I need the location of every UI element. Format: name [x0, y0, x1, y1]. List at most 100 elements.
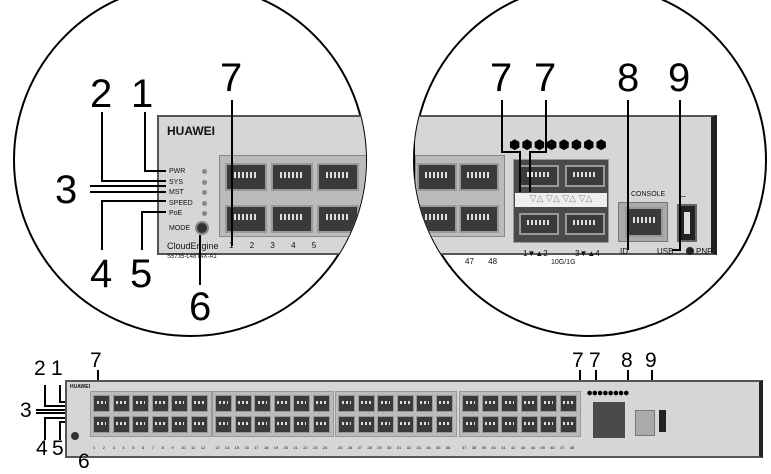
console-port[interactable] — [625, 207, 663, 237]
port-numbers: 47 48 — [465, 257, 498, 266]
rj45-port[interactable] — [234, 395, 252, 412]
port-number-label: 20 — [283, 445, 289, 450]
rj45-port[interactable] — [540, 395, 557, 412]
console-label: CONSOLE — [631, 191, 666, 198]
rj45-port[interactable] — [151, 395, 169, 412]
sfp-port[interactable] — [519, 165, 559, 187]
rj45-port[interactable] — [112, 395, 130, 412]
rj45-port[interactable] — [273, 395, 291, 412]
callout-3: 3 — [55, 168, 78, 212]
callout-7: 7 — [572, 349, 584, 372]
rj45-port[interactable] — [377, 416, 394, 433]
port-number-label: 5 — [132, 445, 135, 450]
mode-button[interactable] — [195, 221, 209, 235]
callout-7: 7 — [589, 349, 601, 372]
sfp-port[interactable] — [565, 165, 605, 187]
rj45-port[interactable] — [293, 395, 310, 412]
port-number-label: 22 — [303, 445, 308, 450]
rj45-port[interactable] — [459, 163, 499, 191]
rj45-port[interactable] — [225, 205, 267, 233]
rj45-port[interactable] — [459, 205, 499, 233]
rj45-port[interactable] — [377, 395, 394, 412]
pnp-button[interactable] — [686, 247, 694, 255]
sfp-pair1-label: 1▼▲2 — [523, 249, 548, 258]
rj45-port[interactable] — [338, 416, 355, 433]
console-port[interactable] — [635, 410, 655, 436]
rj45-port[interactable] — [151, 416, 169, 433]
brand-logo-small: HUAWEI — [70, 384, 90, 390]
sfp-port[interactable] — [565, 213, 605, 235]
port-number-label: 2 — [102, 445, 106, 450]
right-magnifier-circle — [413, 0, 767, 337]
usb-port[interactable] — [677, 204, 697, 242]
port-number-label: 31 — [396, 445, 402, 450]
rj45-port[interactable] — [171, 416, 188, 433]
mode-button[interactable] — [71, 432, 79, 440]
rj45-port[interactable] — [520, 416, 538, 433]
rj45-port[interactable] — [293, 416, 310, 433]
rj45-port[interactable] — [416, 416, 433, 433]
rj45-port[interactable] — [132, 395, 149, 412]
rj45-port[interactable] — [540, 416, 557, 433]
rj45-port[interactable] — [416, 395, 433, 412]
rj45-port[interactable] — [462, 416, 479, 433]
port-number-label: 24 — [322, 445, 328, 450]
rj45-port[interactable] — [417, 163, 457, 191]
rj45-port[interactable] — [132, 416, 149, 433]
rj45-port[interactable] — [501, 395, 518, 412]
rj45-port[interactable] — [357, 416, 375, 433]
rj45-port[interactable] — [462, 395, 479, 412]
rj45-port[interactable] — [501, 416, 518, 433]
port-number-label: 19 — [273, 445, 279, 450]
callout-7: 7 — [220, 56, 243, 100]
rj45-port[interactable] — [396, 416, 414, 433]
rj45-port[interactable] — [312, 416, 330, 433]
rj45-port[interactable] — [481, 395, 499, 412]
rj45-port[interactable] — [271, 163, 313, 191]
rj45-port[interactable] — [520, 395, 538, 412]
rj45-port[interactable] — [435, 395, 453, 412]
port-number-label: 34 — [426, 445, 431, 450]
usb-port[interactable] — [659, 410, 666, 432]
rj45-port[interactable] — [254, 416, 271, 433]
rj45-port[interactable] — [234, 416, 252, 433]
port-number-label: 8 — [161, 445, 164, 450]
rj45-port[interactable] — [312, 395, 330, 412]
callout-7: 7 — [90, 349, 102, 372]
port-number-label: 30 — [387, 445, 392, 450]
rj45-port[interactable] — [171, 395, 188, 412]
rj45-port[interactable] — [396, 395, 414, 412]
port-number-label: 16 — [244, 445, 249, 450]
port-number-label: 41 — [501, 445, 506, 450]
rj45-port[interactable] — [112, 416, 130, 433]
rj45-port[interactable] — [93, 416, 110, 433]
rj45-port[interactable] — [338, 395, 355, 412]
rj45-port[interactable] — [93, 395, 110, 412]
callout-5: 5 — [130, 252, 153, 296]
rj45-port[interactable] — [190, 416, 208, 433]
sfp-port[interactable] — [519, 213, 559, 235]
rj45-port[interactable] — [215, 416, 232, 433]
rj45-port[interactable] — [215, 395, 232, 412]
callout-2: 2 — [34, 357, 46, 380]
rj45-port[interactable] — [559, 395, 577, 412]
rj45-port[interactable] — [317, 205, 359, 233]
rj45-port[interactable] — [559, 416, 577, 433]
rj45-port[interactable] — [190, 395, 208, 412]
rj45-port[interactable] — [273, 416, 291, 433]
port-number-label: 21 — [293, 445, 298, 450]
callout-9: 9 — [668, 56, 691, 100]
callout-3: 3 — [20, 399, 32, 422]
port-number-label: 28 — [367, 445, 372, 450]
rj45-port[interactable] — [435, 416, 453, 433]
rj45-port[interactable] — [481, 416, 499, 433]
sfp-leds: ▽△ ▽△ ▽△ ▽△ — [515, 193, 607, 207]
rj45-port[interactable] — [317, 163, 359, 191]
mst-label: MST — [169, 189, 184, 196]
rj45-port[interactable] — [357, 395, 375, 412]
rj45-port[interactable] — [271, 205, 313, 233]
rj45-port[interactable] — [225, 163, 267, 191]
rj45-port[interactable] — [254, 395, 271, 412]
